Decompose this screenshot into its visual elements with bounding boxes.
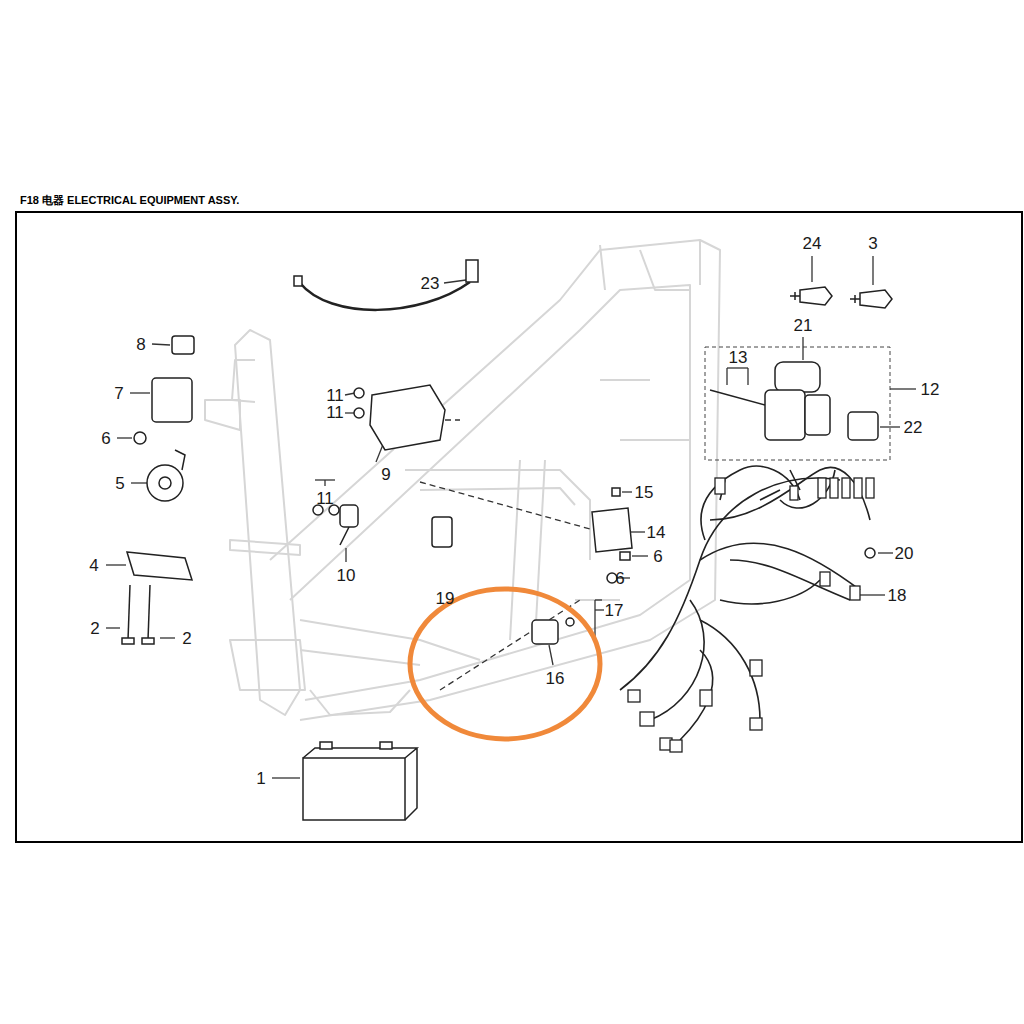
callout-number: 19 bbox=[436, 590, 455, 607]
callout-number: 12 bbox=[921, 381, 940, 398]
callout-number: 6 bbox=[615, 570, 624, 587]
callout-number: 23 bbox=[421, 275, 440, 292]
callout-number: 11 bbox=[326, 404, 344, 421]
callout-number: 11 bbox=[326, 387, 344, 404]
callout-number: 5 bbox=[115, 475, 124, 492]
callout-number: 20 bbox=[895, 545, 914, 562]
callout-number: 17 bbox=[605, 602, 624, 619]
diagram-title: F18 电器 ELECTRICAL EQUIPMENT ASSY. bbox=[20, 195, 239, 206]
callout-number: 6 bbox=[101, 430, 110, 447]
callout-number: 6 bbox=[653, 548, 662, 565]
callout-number: 2 bbox=[90, 620, 99, 637]
callout-number: 22 bbox=[904, 419, 923, 436]
callout-number: 9 bbox=[381, 466, 390, 483]
callout-number: 18 bbox=[888, 587, 907, 604]
callout-number: 24 bbox=[803, 235, 822, 252]
callout-number: 8 bbox=[136, 336, 145, 353]
callout-number: 21 bbox=[794, 317, 813, 334]
callout-number: 7 bbox=[114, 385, 123, 402]
callout-number: 2 bbox=[182, 630, 191, 647]
callout-number: 15 bbox=[635, 484, 654, 501]
callout-number: 4 bbox=[89, 557, 98, 574]
callout-number: 3 bbox=[868, 235, 877, 252]
callout-number: 16 bbox=[546, 670, 565, 687]
callout-number: 11 bbox=[316, 490, 334, 507]
callout-number: 13 bbox=[729, 349, 748, 366]
callout-number: 10 bbox=[337, 567, 356, 584]
callout-number: 1 bbox=[256, 770, 265, 787]
callout-number: 14 bbox=[647, 524, 666, 541]
